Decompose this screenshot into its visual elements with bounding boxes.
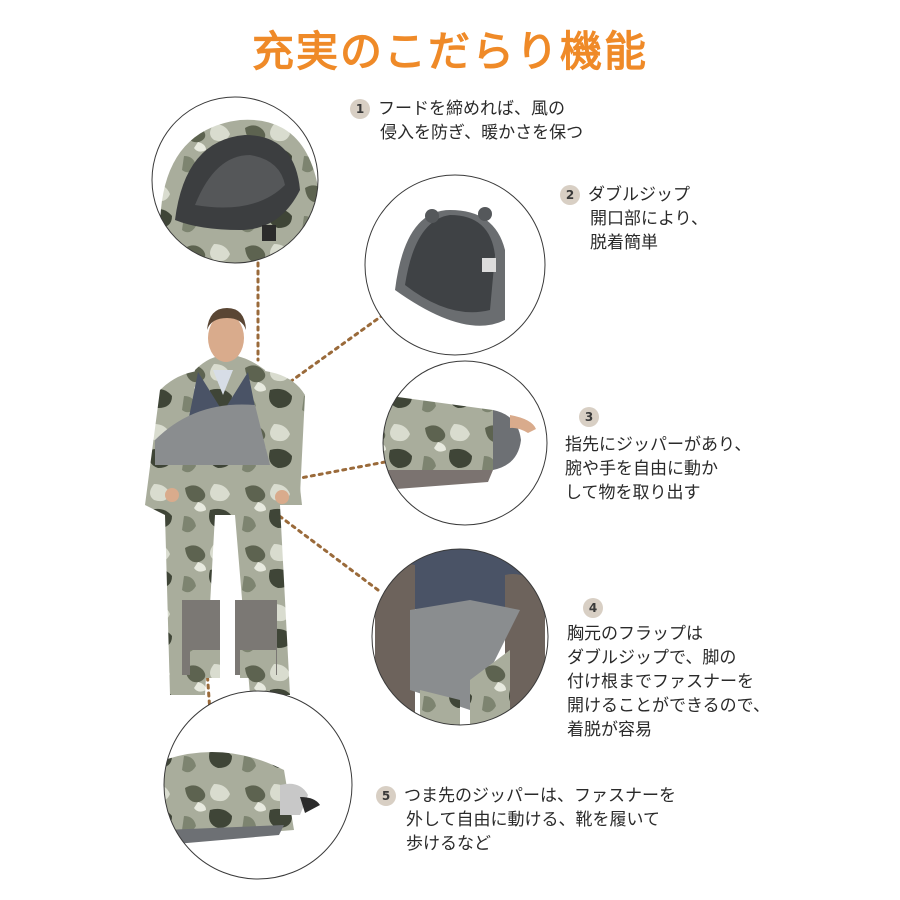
feature-number-badge: 3 (579, 407, 599, 427)
feature-4: 4 胸元のフラップは ダブルジップで、脚の 付け根までファスナーを 開けることが… (567, 596, 770, 742)
leader-line-3 (288, 460, 387, 482)
feature-text-line: 歩けるなど (406, 834, 491, 854)
zip-opening-detail-icon (364, 174, 546, 356)
feature-number-badge: 5 (376, 786, 396, 806)
finger-zipper-detail-icon (382, 360, 548, 526)
feature-number-badge: 1 (350, 99, 370, 119)
hood-detail-icon (151, 96, 319, 264)
feature-3: 3 指先にジッパーがあり、 腕や手を自由に動か して物を取り出す (565, 405, 751, 505)
feature-text-line: 指先にジッパーがあり、 (565, 435, 752, 455)
feature-text-line: 付け根までファスナーを (567, 672, 754, 692)
leader-line-4 (276, 513, 380, 592)
feature-1: 1 フードを締めれば、風の 侵入を防ぎ、暖かさを保つ (350, 97, 583, 145)
feature-text-line: ダブルジップ (588, 185, 690, 205)
toe-zipper-detail-icon (163, 690, 353, 880)
feature-text-line: 侵入を防ぎ、暖かさを保つ (380, 123, 584, 143)
feature-2: 2 ダブルジップ 開口部により、 脱着簡単 (560, 183, 708, 255)
page-title: 充実のこだらり機能 (251, 27, 648, 76)
feature-text-line: つま先のジッパーは、ファスナーを (404, 786, 676, 806)
feature-text-line: 開口部により、 (590, 209, 708, 229)
chest-flap-detail-icon (371, 548, 549, 726)
feature-text-line: 開けることができるので、 (567, 696, 770, 716)
feature-text-line: 着脱が容易 (567, 720, 652, 740)
feature-text-line: ダブルジップで、脚の (567, 648, 737, 668)
feature-5: 5 つま先のジッパーは、ファスナーを 外して自由に動ける、靴を履いて 歩けるなど (376, 784, 676, 856)
feature-text-line: フードを締めれば、風の (378, 99, 565, 119)
feature-text-line: 胸元のフラップは (567, 624, 703, 644)
feature-number-badge: 4 (583, 598, 603, 618)
feature-number-badge: 2 (560, 185, 580, 205)
feature-text-line: 外して自由に動ける、靴を履いて (406, 810, 660, 830)
feature-text-line: して物を取り出す (565, 483, 701, 503)
person-wearing-sleeping-bag-icon (145, 308, 305, 695)
feature-text-line: 腕や手を自由に動か (565, 459, 718, 479)
feature-text-line: 脱着簡単 (590, 233, 658, 253)
